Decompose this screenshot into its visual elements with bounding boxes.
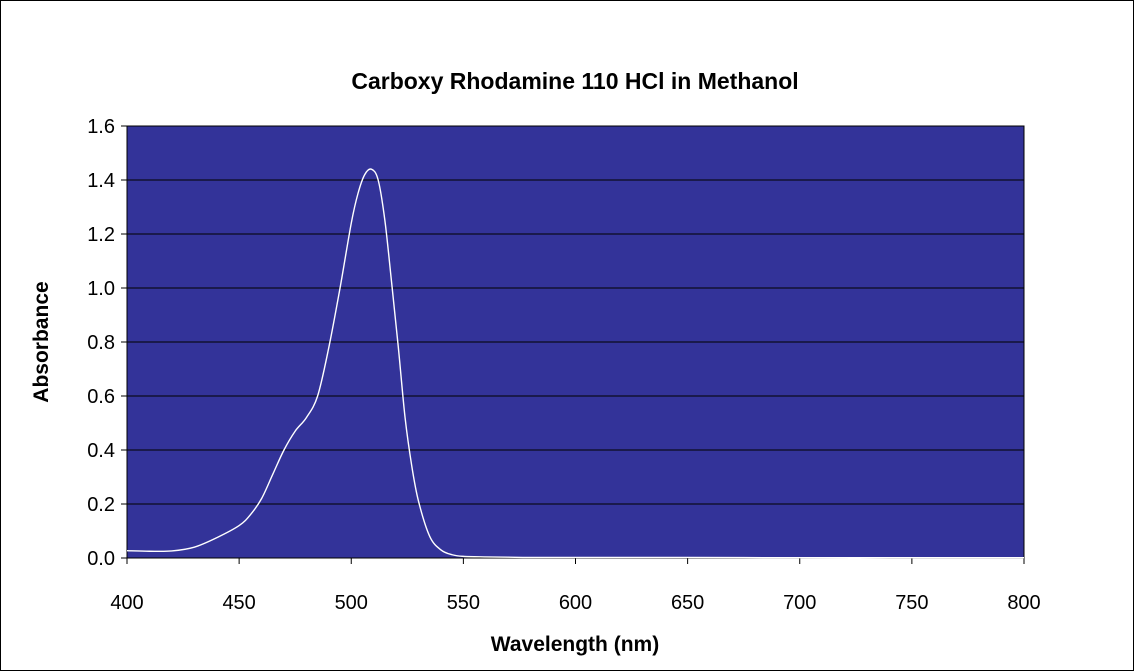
y-axis: 0.0 0.2 0.4 0.6 0.8 1.0 1.2 1.4 1.6 xyxy=(87,116,127,570)
x-axis: 400 450 500 550 600 650 700 750 800 xyxy=(110,558,1041,614)
series-line xyxy=(126,168,1024,559)
y-tick-label: 0.0 xyxy=(87,548,115,570)
y-tick-label: 1.6 xyxy=(87,116,115,138)
x-tick-label: 550 xyxy=(447,592,480,614)
chart-title: Carboxy Rhodamine 110 HCl in Methanol xyxy=(351,68,798,94)
x-tick-label: 800 xyxy=(1007,592,1040,614)
y-tick-label: 0.2 xyxy=(87,494,115,516)
x-tick-label: 450 xyxy=(222,592,255,614)
x-tick-label: 600 xyxy=(559,592,592,614)
y-tick-label: 1.0 xyxy=(87,278,115,300)
y-axis-label: Absorbance xyxy=(30,281,53,402)
y-tick-label: 0.6 xyxy=(87,386,115,408)
x-tick-label: 400 xyxy=(110,592,143,614)
y-tick-label: 0.8 xyxy=(87,332,115,354)
x-tick-label: 750 xyxy=(895,592,928,614)
x-tick-label: 700 xyxy=(783,592,816,614)
y-tick-label: 0.4 xyxy=(87,440,115,462)
x-axis-label: Wavelength (nm) xyxy=(491,633,659,656)
x-tick-label: 650 xyxy=(671,592,704,614)
gridlines xyxy=(127,179,1024,505)
y-tick-label: 1.4 xyxy=(87,170,115,192)
x-tick-label: 500 xyxy=(335,592,368,614)
y-tick-label: 1.2 xyxy=(87,224,115,246)
